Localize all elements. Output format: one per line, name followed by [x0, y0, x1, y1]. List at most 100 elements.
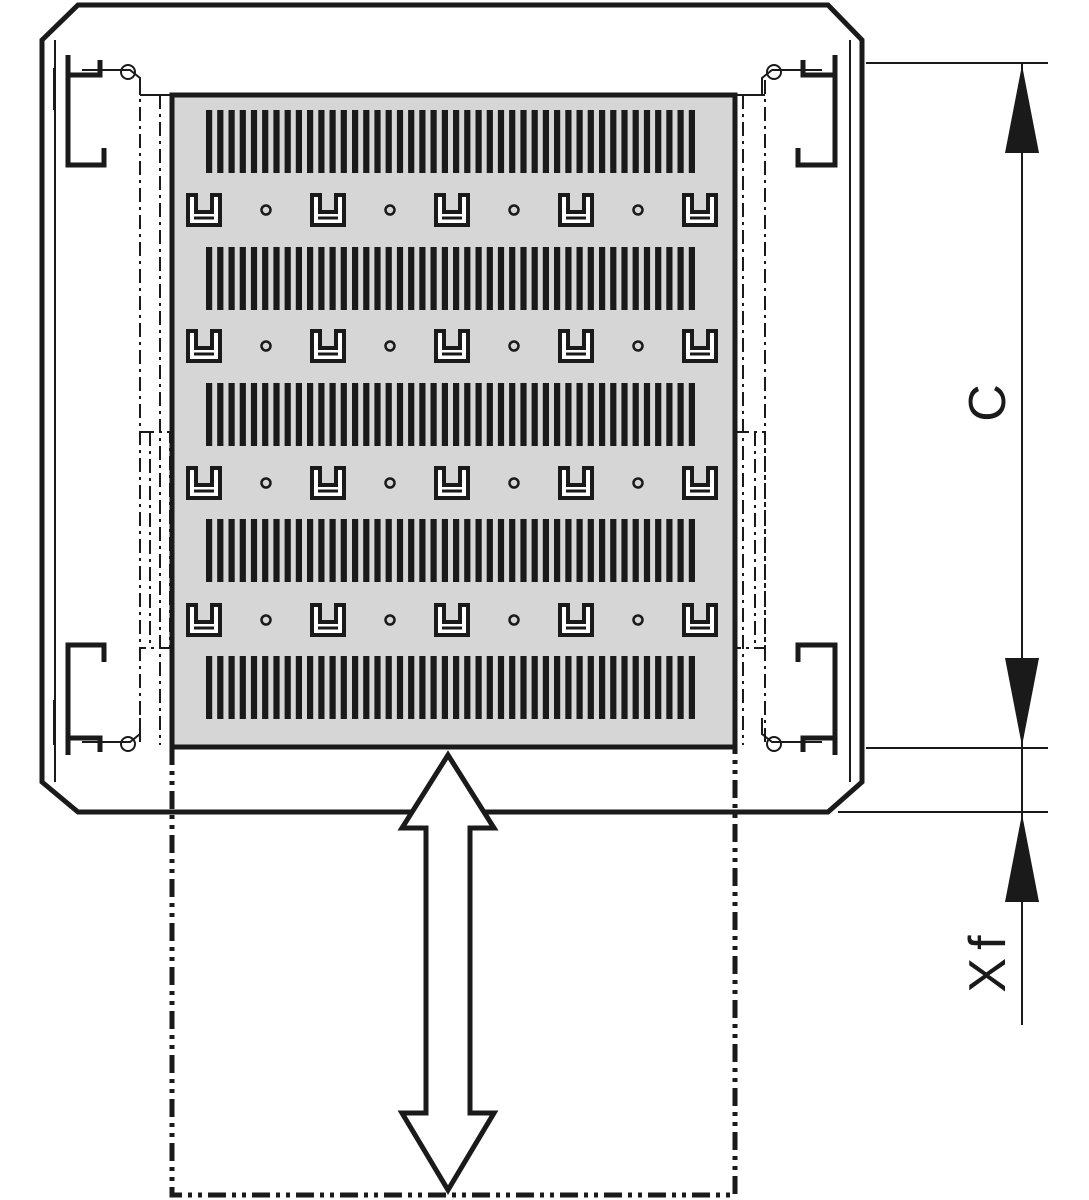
mounting-clip — [682, 603, 718, 637]
ventilation-slot — [318, 656, 325, 719]
dimension-label-c: C — [959, 384, 1017, 422]
ventilation-slot — [497, 247, 505, 310]
ventilation-slot — [453, 110, 460, 173]
ventilation-slot — [453, 383, 460, 446]
ventilation-slot — [408, 247, 415, 310]
ventilation-slot — [206, 519, 213, 582]
ventilation-slot — [250, 383, 258, 446]
ventilation-slot — [688, 656, 695, 719]
ventilation-slot — [273, 519, 280, 582]
ventilation-slot — [250, 656, 258, 719]
ventilation-slot — [509, 656, 516, 719]
ventilation-slot — [217, 247, 224, 310]
ventilation-slot — [643, 519, 651, 582]
ventilation-slot — [307, 519, 314, 582]
ventilation-slot — [295, 383, 302, 446]
ventilation-slot — [643, 110, 651, 173]
ventilation-slot — [295, 519, 302, 582]
ventilation-slot — [610, 383, 617, 446]
rail-profile-top-left — [53, 55, 141, 168]
ventilation-slot — [542, 656, 549, 719]
ventilation-slot — [632, 519, 639, 582]
ventilation-slot — [655, 519, 662, 582]
ventilation-slot — [542, 383, 549, 446]
ventilation-slot — [497, 383, 505, 446]
ventilation-slot — [318, 519, 325, 582]
ventilation-slot — [565, 110, 572, 173]
ventilation-slot — [621, 519, 628, 582]
ventilation-slot — [621, 110, 628, 173]
ventilation-slot — [206, 247, 213, 310]
mounting-hole — [384, 340, 396, 352]
ventilation-slot — [273, 247, 280, 310]
ventilation-slot — [632, 110, 639, 173]
ventilation-slot — [374, 656, 381, 719]
ventilation-slot — [677, 247, 684, 310]
ventilation-slot — [385, 110, 392, 173]
mounting-clip — [434, 603, 470, 637]
ventilation-slot — [284, 247, 291, 310]
ventilation-slot — [610, 519, 617, 582]
ventilation-slot — [340, 383, 347, 446]
ventilation-slot — [520, 656, 527, 719]
ventilation-slot — [250, 110, 258, 173]
mounting-hole — [260, 340, 272, 352]
ventilation-slot — [262, 247, 269, 310]
ventilation-slot — [666, 656, 673, 719]
ventilation-slot — [587, 383, 594, 446]
ventilation-slot — [385, 247, 392, 310]
ventilation-slot — [554, 110, 561, 173]
ventilation-slot — [396, 656, 404, 719]
ventilation-slot — [408, 383, 415, 446]
ventilation-slot — [520, 519, 527, 582]
ventilation-slot — [599, 383, 606, 446]
ventilation-slot — [385, 656, 392, 719]
ventilation-slot — [565, 656, 572, 719]
ventilation-slot — [497, 519, 505, 582]
ventilation-slot — [273, 110, 280, 173]
ventilation-slot — [453, 519, 460, 582]
ventilation-slot — [509, 519, 516, 582]
ventilation-slot — [408, 656, 415, 719]
mounting-clip — [558, 193, 594, 227]
ventilation-slot — [554, 519, 561, 582]
ventilation-slot — [385, 519, 392, 582]
ventilation-slot — [542, 247, 549, 310]
ventilation-slot — [497, 110, 505, 173]
ventilation-slot — [228, 383, 235, 446]
ventilation-slot — [363, 656, 370, 719]
ventilation-slot — [475, 519, 482, 582]
double-arrow-icon — [397, 750, 499, 1195]
mounting-clip — [186, 603, 222, 637]
ventilation-slot — [520, 110, 527, 173]
ventilation-slot — [206, 383, 213, 446]
ventilation-slot — [352, 383, 359, 446]
ventilation-slot — [206, 656, 213, 719]
ventilation-slot — [643, 247, 651, 310]
ventilation-slot — [363, 383, 370, 446]
ventilation-slot — [340, 247, 347, 310]
ventilation-slot — [419, 519, 426, 582]
ventilation-slot — [666, 247, 673, 310]
ventilation-slot — [329, 383, 336, 446]
ventilation-slot — [284, 110, 291, 173]
ventilation-slot — [250, 519, 258, 582]
ventilation-slot — [554, 383, 561, 446]
ventilation-slot — [340, 110, 347, 173]
ventilation-slot — [329, 247, 336, 310]
ventilation-slot — [464, 519, 471, 582]
ventilation-slot — [688, 110, 695, 173]
slot-row — [206, 383, 695, 446]
side-bracket-right — [735, 431, 766, 649]
ventilation-slot — [217, 110, 224, 173]
ventilation-slot — [486, 383, 493, 446]
ventilation-slot — [374, 383, 381, 446]
pull-out-projection — [169, 747, 738, 1198]
ventilation-slot — [430, 110, 437, 173]
mounting-clip — [310, 466, 346, 500]
ventilation-slot — [228, 247, 235, 310]
rail-profile-top-right — [761, 55, 851, 168]
ventilation-slot — [587, 519, 594, 582]
ventilation-slot — [408, 519, 415, 582]
